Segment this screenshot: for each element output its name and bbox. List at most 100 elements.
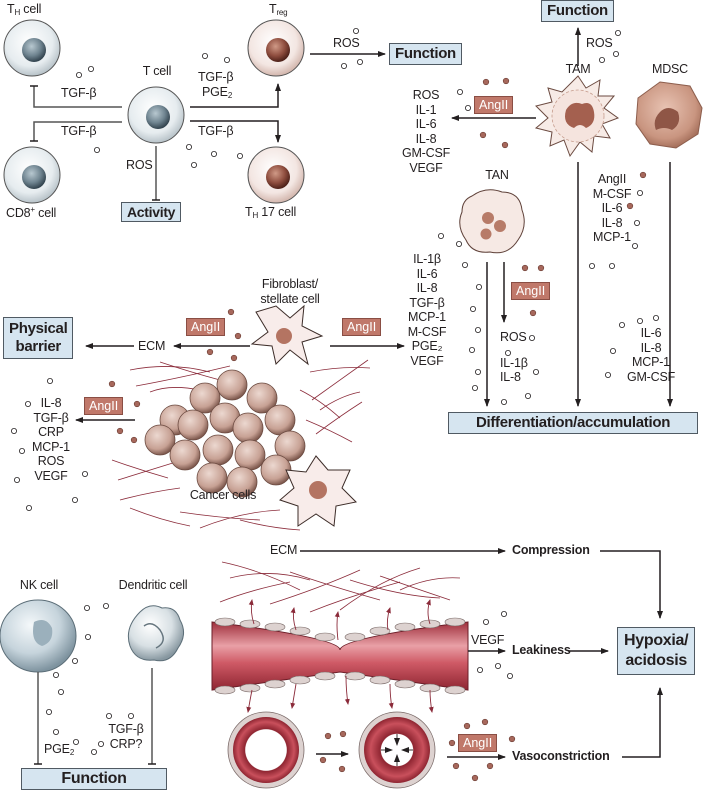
arrow-to-treg [190,83,281,108]
th17-cell [247,146,305,204]
cd8-cell [3,146,61,204]
tam-secreted-list: ROS IL-1 IL-6 IL-8 GM-CSF VEGF [402,88,450,175]
mdsc-cell [635,81,703,149]
tam-secreted-item: IL-8 [415,131,437,146]
tam-secreted-item: IL-6 [415,117,437,131]
treg-function-box: Function [389,43,462,65]
physical-barrier-line: Physical [9,320,68,337]
tam-column-list: AngII M-CSF IL-6 IL-8 MCP-1 [593,172,632,245]
hypoxia-line: acidosis [625,652,687,669]
tam-label: TAM [565,62,591,76]
dc-factor-item: TGF-β [108,722,144,736]
pge2-label: PGE2 [202,85,233,100]
tan-cell [459,189,525,254]
fibroblast-label-line: Fibroblast/ [261,277,319,291]
cancer-secreted-item: IL-8 [40,396,62,410]
ros-activity-label: ROS [126,158,153,172]
tan-left-item: MCP-1 [408,310,446,324]
angii-cancer-badge: AngII [84,397,124,415]
fibroblast-cell-2 [279,455,358,527]
tan-left-item: TGF-β [409,295,445,310]
tan-left-list: IL-1β IL-6 IL-8 TGF-β MCP-1 M-CSF PGE₂ V… [408,252,447,368]
vasoconstriction-label: Vasoconstriction [512,749,610,763]
tam-secreted-item: ROS [412,88,440,102]
tam-function-box: Function [541,0,614,22]
nk-cell-label: NK cell [19,578,59,592]
cancer-secreted-list: IL-8 TGF-β CRP MCP-1 ROS VEGF [32,396,70,483]
ros-treg-label: ROS [333,36,360,50]
t-cell [127,86,185,144]
t-cell-label: T cell [142,64,172,78]
fibroblast-cell [250,304,324,366]
tan-left-item: VEGF [410,353,444,368]
hypoxia-box: Hypoxia/ acidosis [617,627,696,675]
tgf-beta-treg-label: TGF-β [198,70,234,84]
tam-secreted-item: IL-1 [415,102,437,117]
physical-barrier-box: Physical barrier [3,317,74,359]
arrow-to-th17 [190,120,281,143]
angii-tan-badge: AngII [511,282,551,300]
mdsc-column-item: IL-8 [640,340,662,355]
compression-label: Compression [512,543,590,557]
tam-secreted-item: GM-CSF [401,146,451,160]
tam-secreted-item: VEGF [409,160,443,175]
cancer-secreted-item: MCP-1 [32,439,70,454]
tan-right-item: ROS [500,330,527,344]
cancer-cells-label: Cancer cells [189,488,257,502]
nk-dc-function-box: Function [21,768,167,790]
leakiness-label: Leakiness [512,643,571,657]
angii-molecules [108,77,647,782]
fibroblast-label-line: stellate cell [260,291,320,306]
cd8-cell-label: CD8+ cell [6,205,57,221]
cancer-secreted-item: CRP [38,425,64,439]
arrow-compression-hypoxia [600,550,663,619]
tan-right-item: IL-8 [500,370,521,384]
tan-left-item: M-CSF [407,324,447,339]
cancer-secreted-item: ROS [37,454,65,468]
tan-right-list: ROS IL-1β IL-8 [500,330,528,385]
inhibit-arrow-th [30,85,122,108]
cancer-secreted-item: VEGF [34,468,68,483]
tan-left-item: PGE₂ [411,339,443,353]
dendritic-cell-label: Dendritic cell [118,578,188,592]
tgf-beta-th17-label: TGF-β [198,124,234,138]
cancer-secreted-item: TGF-β [33,410,69,425]
tgf-beta-cd8-label: TGF-β [61,124,97,138]
dc-factor-list: TGF-β CRP? [108,722,144,751]
activity-box: Activity [121,202,182,222]
th-cell-label: TH cell [7,2,42,17]
tam-column-item: AngII [597,172,627,186]
tan-left-item: IL-8 [416,281,438,295]
ecm-label: ECM [138,339,166,353]
treg-label: Treg [269,2,288,17]
mdsc-column-list: IL-6 IL-8 MCP-1 GM-CSF [627,326,675,384]
ecm-fibers-bottom [219,561,461,613]
th-cell [3,19,61,77]
pge2-nk-label: PGE2 [44,742,75,757]
nk-cell [0,599,77,673]
angii-vessel-badge: AngII [458,734,498,752]
tam-cell [534,75,620,158]
ros-tam-label: ROS [586,36,613,50]
ecm-fibers-middle [111,359,371,531]
dendritic-cell [127,605,184,662]
tam-column-item: IL-6 [601,201,623,215]
th17-cell-label: TH 17 cell [245,205,297,220]
tgf-beta-th-label: TGF-β [61,86,97,100]
fibroblast-label: Fibroblast/ stellate cell [260,277,319,306]
physical-barrier-line: barrier [15,338,62,355]
ecm-bottom-label: ECM [270,543,298,557]
vessel-cross-section-open [227,711,305,789]
angii-ecm-badge: AngII [186,318,226,336]
vessel-cross-section-constricted [358,711,436,789]
tan-left-item: IL-6 [416,266,438,281]
differentiation-box: Differentiation/accumulation [448,412,698,434]
hypoxia-line: Hypoxia/ [624,632,689,649]
treg-cell [247,19,305,77]
vegf-label: VEGF [471,633,505,647]
tam-column-item: MCP-1 [593,230,631,244]
tan-left-item: IL-1β [413,252,441,266]
open-molecules [10,27,660,756]
blood-vessel [211,617,469,695]
